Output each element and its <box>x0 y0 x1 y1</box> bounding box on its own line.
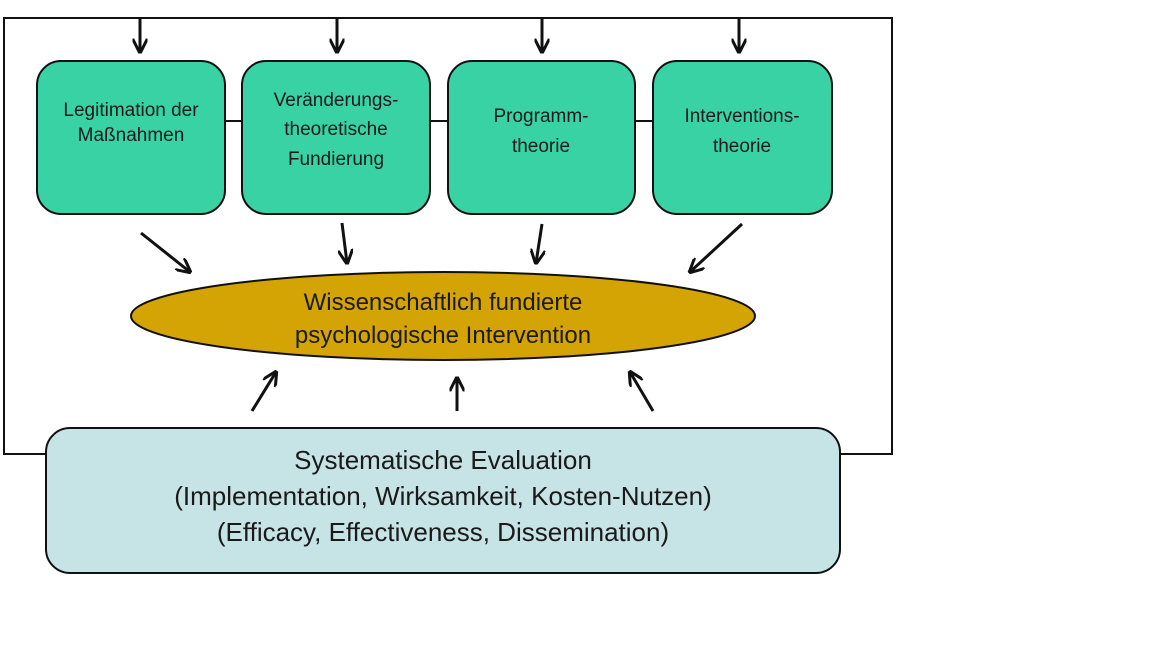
evaluation-title: Systematische Evaluation <box>294 445 592 475</box>
intervention-line-1: Wissenschaftlich fundierte <box>304 289 583 316</box>
box-veraenderungstheoretische-fundierung: Veränderungs- theoretische Fundierung <box>241 60 431 215</box>
arrow-interventionstheorie-to-center <box>690 222 744 272</box>
box-legitimation: Legitimation der Maßnahmen <box>36 60 226 215</box>
box-legitimation-line-2: Maßnahmen <box>78 125 185 146</box>
box-interventionstheorie-line-1: Interventions- <box>684 106 799 127</box>
arrow-legitimation-to-center <box>140 231 190 272</box>
box-veraenderung-line-2: theoretische <box>284 119 388 140</box>
evaluation-line-2: (Implementation, Wirksamkeit, Kosten-Nut… <box>174 481 712 511</box>
box-veraenderung-line-1: Veränderungs- <box>274 90 399 111</box>
box-veraenderung-line-3: Fundierung <box>288 149 384 170</box>
box-interventionstheorie-line-2: theorie <box>713 136 771 157</box>
feedback-loop-line <box>3 17 893 455</box>
box-programmtheorie-line-1: Programm- <box>493 106 588 127</box>
box-programmtheorie: Programm- theorie <box>447 60 636 215</box>
intervention-ellipse: Wissenschaftlich fundierte psychologisch… <box>130 271 756 361</box>
arrow-programmtheorie-to-center <box>536 223 542 263</box>
intervention-line-2: psychologische Intervention <box>295 322 591 349</box>
evaluation-line-3: (Efficacy, Effectiveness, Dissemination) <box>217 517 669 547</box>
arrow-evaluation-to-center-left <box>250 372 276 412</box>
arrow-evaluation-to-center-right <box>630 372 655 412</box>
box-programmtheorie-line-2: theorie <box>512 136 570 157</box>
evaluation-box: Systematische Evaluation (Implementation… <box>45 427 841 574</box>
arrow-veraenderung-to-center <box>342 222 347 263</box>
box-interventionstheorie: Interventions- theorie <box>652 60 833 215</box>
box-legitimation-line-1: Legitimation der <box>63 100 199 121</box>
